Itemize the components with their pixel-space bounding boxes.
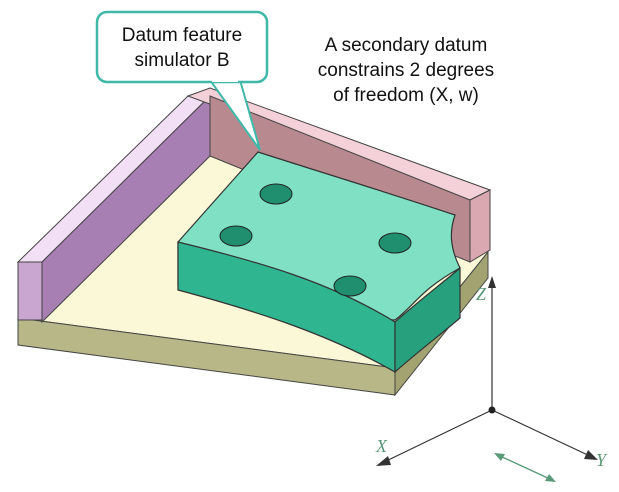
simulator-right-face <box>394 266 461 374</box>
hole-1 <box>259 183 293 205</box>
description: A secondary datum constrains 2 degrees o… <box>318 35 494 106</box>
callout-pointer-mask <box>212 76 238 82</box>
callout-line-1: Datum feature <box>122 25 242 46</box>
translation-arrow-head-right <box>545 474 556 482</box>
x-axis-arrow <box>376 456 391 466</box>
z-axis-arrow <box>488 276 496 288</box>
y-axis-label: Y <box>596 450 608 470</box>
description-line-2: constrains 2 degrees <box>318 60 494 81</box>
coordinate-axes: Z X Y <box>375 276 608 482</box>
hole-2 <box>219 225 253 247</box>
left-wall <box>16 94 212 324</box>
back-wall-end <box>469 189 491 263</box>
hole-4 <box>333 275 367 297</box>
translation-arrow-head-left <box>494 453 505 461</box>
description-line-3: of freedom (X, w) <box>333 85 479 106</box>
y-axis-line <box>491 409 593 458</box>
x-axis-line <box>381 409 493 464</box>
description-line-1: A secondary datum <box>325 35 488 56</box>
left-wall-front <box>17 261 43 321</box>
z-axis-label: Z <box>476 284 487 304</box>
axis-origin <box>488 406 496 414</box>
x-axis-label: X <box>375 436 388 456</box>
datum-feature-simulator-b <box>177 151 461 374</box>
callout: Datum feature simulator B <box>95 10 269 151</box>
y-axis-arrow <box>584 450 598 460</box>
callout-box <box>95 10 269 84</box>
hole-3 <box>378 232 412 254</box>
translation-arrow-line <box>497 454 553 481</box>
callout-line-2: simulator B <box>134 50 229 71</box>
